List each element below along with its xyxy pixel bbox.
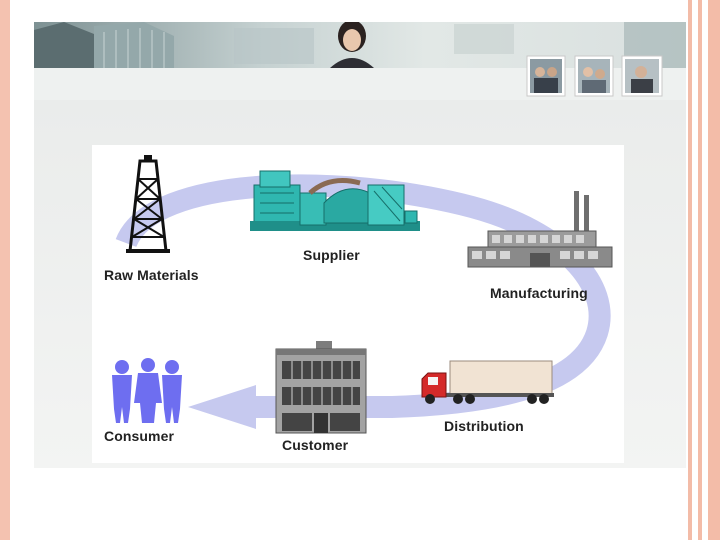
slide-left-border — [0, 0, 10, 540]
factory-plant-icon — [250, 170, 420, 231]
store-building-icon — [275, 341, 367, 434]
node-label-consumer: Consumer — [104, 428, 175, 444]
diagram-graphics — [112, 155, 613, 434]
factory-building-icon — [467, 191, 613, 268]
supply-chain-diagram: Raw Materials Supplier Manufacturing Dis… — [92, 145, 624, 463]
oil-derrick-icon — [126, 155, 170, 253]
node-label-raw-materials: Raw Materials — [104, 267, 199, 283]
thumbnail-photo — [574, 55, 614, 97]
truck-icon — [421, 360, 554, 404]
people-icon — [112, 358, 182, 423]
node-label-supplier: Supplier — [303, 247, 360, 263]
header-banner — [34, 22, 686, 102]
banner-image — [34, 22, 686, 102]
thumbnail-photo — [526, 55, 566, 97]
node-label-manufacturing: Manufacturing — [490, 285, 588, 301]
thumbnail-photo — [621, 55, 663, 97]
slide-right-border — [686, 0, 720, 540]
node-label-distribution: Distribution — [444, 418, 524, 434]
node-label-customer: Customer — [282, 437, 349, 453]
